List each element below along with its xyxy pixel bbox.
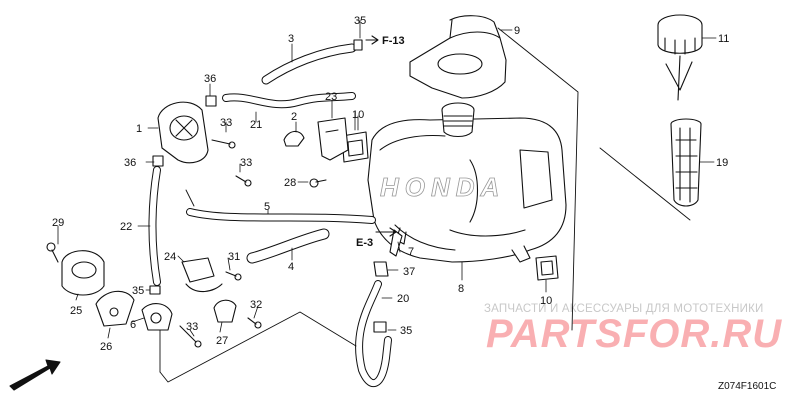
clip-2 [283, 130, 305, 147]
joint-7 [389, 229, 403, 257]
callout-19: 19 [716, 157, 728, 169]
callout-7: 7 [408, 246, 414, 258]
callout-36-top: 36 [204, 73, 216, 85]
hose-22 [148, 166, 161, 286]
hose-4 [246, 228, 330, 264]
callout-28: 28 [284, 177, 296, 189]
joint-37 [373, 261, 389, 277]
fuel-valve [181, 257, 223, 293]
bolt-31 [225, 271, 242, 281]
watermark-logo: PARTSFOR.RU [486, 312, 783, 356]
callout-35-left: 35 [132, 285, 144, 297]
callout-29: 29 [52, 217, 64, 229]
fuel-cap [657, 14, 703, 101]
tank-damper-upper [341, 131, 369, 163]
callout-22: 22 [120, 221, 132, 233]
bolt-33-top [211, 139, 236, 149]
bolt-29 [46, 242, 59, 263]
ref-e3: E-3 [356, 237, 373, 249]
clip-35-top [353, 39, 363, 51]
callout-10-upper: 10 [352, 109, 364, 121]
clamp-27 [213, 299, 237, 323]
filler-seal [409, 15, 507, 99]
hose-3 [261, 43, 357, 85]
callout-25: 25 [70, 305, 82, 317]
watermark-text: ЗАПЧАСТИ И АКСЕССУАРЫ ДЛЯ МОТОТЕХНИКИ [484, 303, 764, 315]
clip-35-bottom [373, 321, 387, 333]
callout-23: 23 [325, 91, 337, 103]
lever-26 [95, 290, 135, 327]
hose-21 [222, 92, 356, 109]
callout-20: 20 [397, 293, 409, 305]
bolt-32 [247, 317, 262, 329]
callout-35-top: 35 [354, 15, 366, 27]
callout-37: 37 [403, 266, 415, 278]
callout-5: 5 [264, 201, 270, 213]
tank-brand: HONDA [380, 172, 505, 202]
callout-36-left: 36 [124, 157, 136, 169]
callout-33-low: 33 [186, 321, 198, 333]
bolt-33-mid [235, 175, 252, 187]
callout-24: 24 [164, 251, 176, 263]
fuel-strainer [670, 118, 702, 207]
fuel-pump-25 [61, 250, 105, 296]
ref-f13: F-13 [382, 35, 405, 47]
callout-9: 9 [514, 25, 520, 37]
fuel-tank [367, 102, 567, 263]
callout-26: 26 [100, 341, 112, 353]
boundary-lines [159, 27, 691, 383]
bolt-33-low [179, 325, 202, 348]
callout-1: 1 [136, 123, 142, 135]
callout-3: 3 [288, 33, 294, 45]
callout-27: 27 [216, 335, 228, 347]
tank-damper-lower [535, 255, 559, 281]
callout-33-mid: 33 [240, 157, 252, 169]
callout-6: 6 [130, 319, 136, 331]
callout-4: 4 [288, 261, 294, 273]
clip-36-left [152, 155, 164, 167]
callout-35-bottom: 35 [400, 325, 412, 337]
clip-35-left [149, 285, 161, 295]
callout-11: 11 [718, 33, 729, 45]
clip-36-top [205, 95, 217, 107]
callout-33-top: 33 [220, 117, 232, 129]
bolt-28 [309, 178, 327, 188]
hose-5 [186, 208, 376, 224]
diagram-code: Z074F1601C [718, 381, 777, 392]
breather-body [157, 101, 209, 164]
callout-2: 2 [291, 111, 297, 123]
callout-31: 31 [228, 251, 240, 263]
leader-lines [57, 19, 717, 339]
callout-8: 8 [458, 283, 464, 295]
callout-10-lower: 10 [540, 295, 552, 307]
callout-21: 21 [250, 119, 262, 131]
tank-bracket [317, 117, 349, 161]
front-arrow [9, 359, 61, 391]
callout-32: 32 [250, 299, 262, 311]
fuel-cock [141, 303, 173, 331]
hose-20 [355, 280, 392, 387]
